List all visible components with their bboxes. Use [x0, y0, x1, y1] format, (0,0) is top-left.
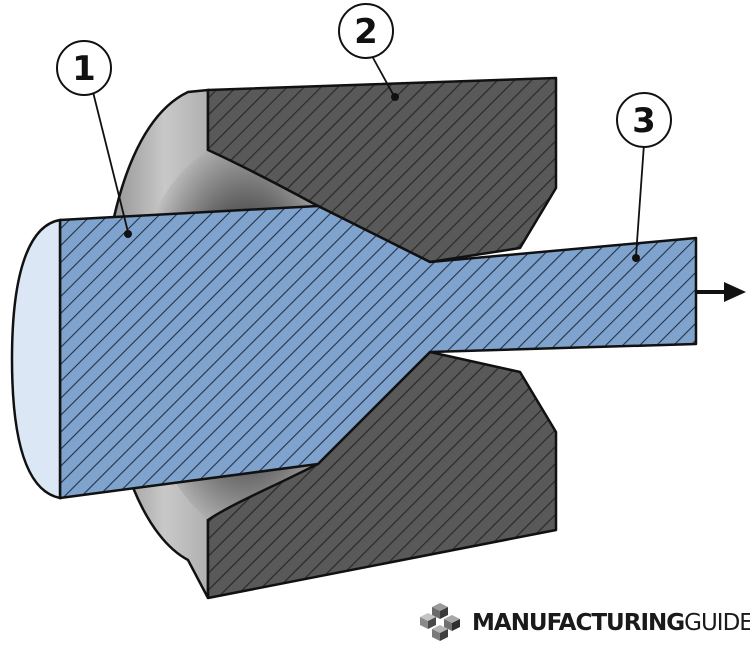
- manufacturingguide-logo-icon: [420, 603, 460, 641]
- callout-3-label: 3: [632, 101, 656, 141]
- callout-3: 3: [616, 92, 672, 262]
- brand-wordmark: MANUFACTURINGGUIDE: [472, 610, 750, 636]
- brand-bold: MANUFACTURING: [472, 610, 685, 636]
- arrow-right-icon: [696, 282, 746, 302]
- billet-workpiece: [58, 204, 698, 500]
- brand-light: GUIDE: [684, 610, 750, 636]
- die-body-lower: [206, 350, 558, 600]
- callout-1: 1: [56, 40, 132, 238]
- callout-1-label: 1: [72, 49, 96, 89]
- billet-end-face: [10, 218, 62, 500]
- die-body-upper: [206, 76, 558, 264]
- brand-logo: MANUFACTURINGGUIDE: [410, 603, 750, 643]
- callout-2: 2: [338, 3, 399, 101]
- callout-2-label: 2: [354, 12, 378, 52]
